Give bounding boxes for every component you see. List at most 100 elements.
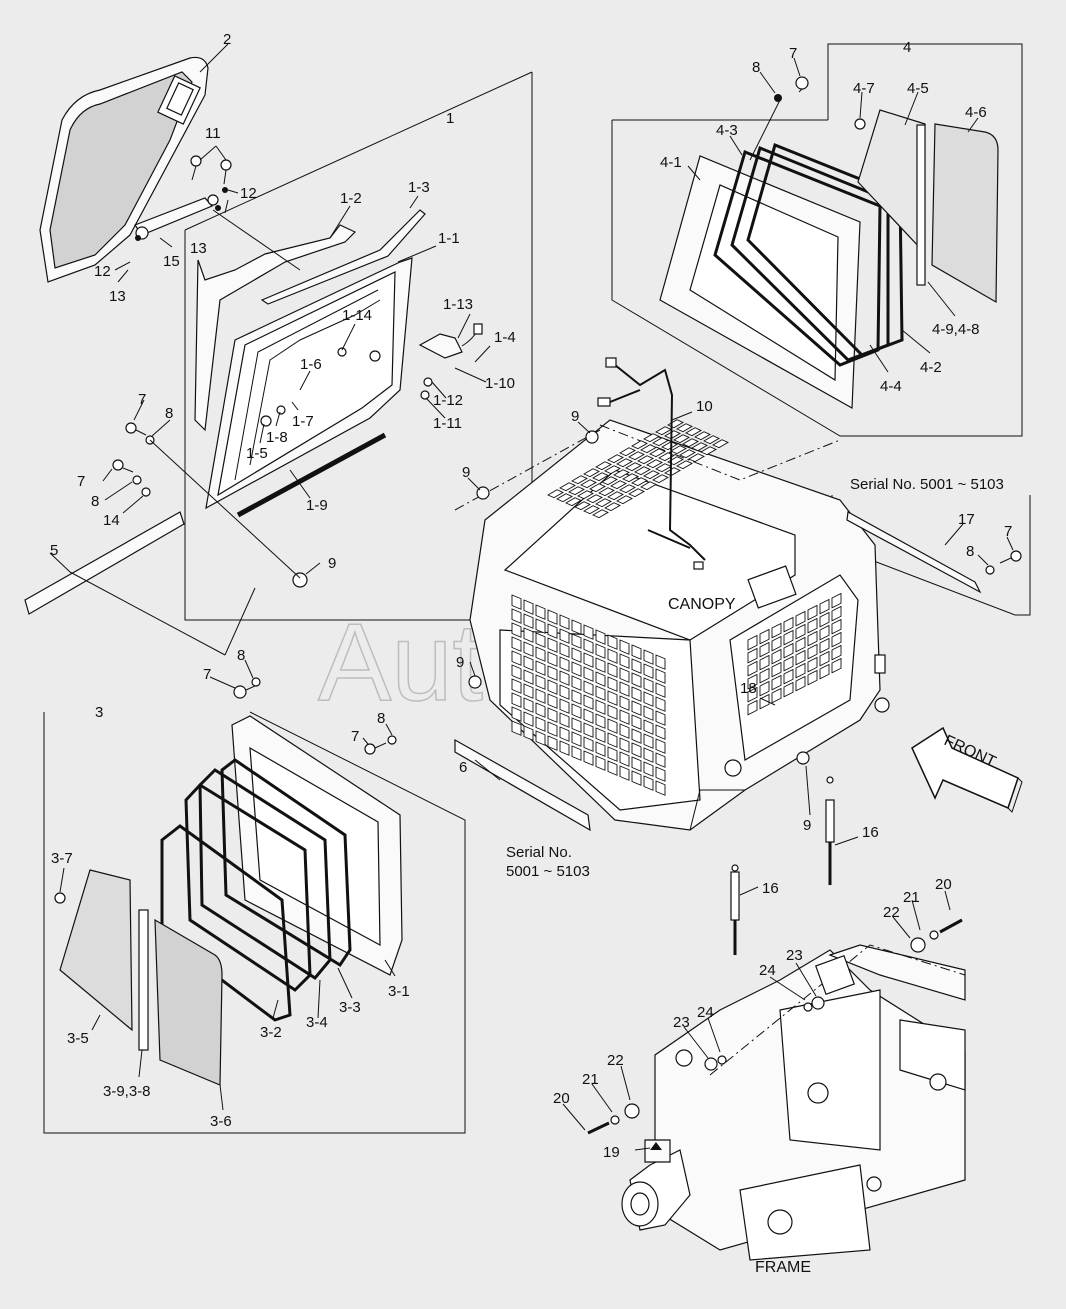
callout-3-5: 3-5 xyxy=(67,1030,89,1047)
canopy-mesh-top xyxy=(547,419,729,519)
mesh-slot xyxy=(583,666,594,682)
mesh-slot xyxy=(819,624,830,641)
mesh-slot xyxy=(571,703,582,719)
mesh-slot xyxy=(694,431,711,441)
mesh-slot xyxy=(643,677,654,693)
mesh-slot xyxy=(655,682,666,698)
mesh-slot xyxy=(607,732,618,748)
mesh-slot xyxy=(583,708,594,724)
callout-20b: 20 xyxy=(553,1090,570,1107)
mesh-slot xyxy=(571,647,582,663)
mesh-slot xyxy=(819,611,830,628)
callout-1-8: 1-8 xyxy=(266,429,288,446)
mesh-slot xyxy=(559,614,570,630)
strip-6 xyxy=(364,735,591,832)
mesh-slot xyxy=(640,481,657,491)
callout-2: 2 xyxy=(223,31,231,48)
callout-4-5: 4-5 xyxy=(907,80,929,97)
mesh-slot xyxy=(631,672,642,688)
strip-17 xyxy=(846,511,1022,594)
mesh-slot xyxy=(637,455,654,465)
callout-8a: 8 xyxy=(165,405,173,422)
mesh-slot xyxy=(583,680,594,696)
mesh-slot xyxy=(783,642,794,659)
mesh-slot xyxy=(643,761,654,777)
mesh-slot xyxy=(807,630,818,647)
mesh-slot xyxy=(771,622,782,639)
mesh-slot xyxy=(595,461,612,471)
mesh-slot xyxy=(535,660,546,676)
callout-22a: 22 xyxy=(883,904,900,921)
mesh-slot xyxy=(607,718,618,734)
mesh-slot xyxy=(589,483,606,493)
mesh-slot xyxy=(595,685,606,701)
serial-label-top: Serial No. 5001 ~ 5103 xyxy=(850,476,1004,493)
callout-21b: 21 xyxy=(582,1071,599,1088)
mesh-slot xyxy=(535,688,546,704)
callout-4-9-4-8: 4-9,4-8 xyxy=(932,321,980,338)
callout-19: 19 xyxy=(603,1144,620,1161)
bolts-11 xyxy=(135,155,232,241)
mesh-slot xyxy=(583,652,594,668)
mesh-slot xyxy=(604,502,621,512)
mesh-slot xyxy=(795,623,806,640)
mesh-slot xyxy=(747,699,758,716)
callout-12a: 12 xyxy=(240,185,257,202)
mesh-slot xyxy=(643,719,654,735)
mesh-slot xyxy=(676,423,693,433)
mesh-slot xyxy=(783,616,794,633)
mesh-slot xyxy=(807,656,818,673)
callout-1-6: 1-6 xyxy=(300,356,322,373)
callout-3-7: 3-7 xyxy=(51,850,73,867)
mesh-slot xyxy=(547,679,558,695)
mesh-slot xyxy=(628,488,645,498)
callout-12b: 12 xyxy=(94,263,111,280)
callout-17: 17 xyxy=(958,511,975,528)
mesh-slot xyxy=(747,660,758,677)
door-frame-1 xyxy=(194,209,483,518)
canopy-side-bolts xyxy=(233,430,599,699)
mesh-slot xyxy=(831,644,842,661)
mesh-slot xyxy=(759,667,770,684)
frame-mount-hardware xyxy=(587,918,963,1135)
mesh-slot xyxy=(607,676,618,692)
mesh-slot xyxy=(595,755,606,771)
mesh-slot xyxy=(547,609,558,625)
callout-8b: 8 xyxy=(91,493,99,510)
mesh-slot xyxy=(523,697,534,713)
callout-13a: 13 xyxy=(190,240,207,257)
mesh-slot xyxy=(535,618,546,634)
mesh-slot xyxy=(747,634,758,651)
mesh-slot xyxy=(640,444,657,454)
mesh-slot xyxy=(631,700,642,716)
mesh-slot xyxy=(649,448,666,458)
mesh-slot xyxy=(819,650,830,667)
mesh-slot xyxy=(583,722,594,738)
mesh-slot xyxy=(655,710,666,726)
callout-1-2: 1-2 xyxy=(340,190,362,207)
callout-10: 10 xyxy=(696,398,713,415)
canopy-label: CANOPY xyxy=(668,596,736,613)
group-4-outline xyxy=(611,43,1023,437)
gas-struts-16 xyxy=(730,776,835,955)
mesh-slot xyxy=(535,632,546,648)
mesh-slot xyxy=(523,627,534,643)
mesh-slot xyxy=(643,470,660,480)
callout-1-10: 1-10 xyxy=(485,375,515,392)
callout-8c: 8 xyxy=(752,59,760,76)
mesh-slot xyxy=(595,671,606,687)
mesh-slot xyxy=(795,610,806,627)
mesh-slot xyxy=(771,674,782,691)
mesh-slot xyxy=(619,695,630,711)
mesh-slot xyxy=(619,751,630,767)
mesh-slot xyxy=(628,451,645,461)
mesh-slot xyxy=(631,756,642,772)
mesh-slot xyxy=(583,736,594,752)
mesh-slot xyxy=(607,648,618,664)
mesh-slot xyxy=(580,479,597,489)
mesh-slot xyxy=(807,604,818,621)
callout-9e: 9 xyxy=(803,817,811,834)
mesh-slot xyxy=(747,673,758,690)
mesh-slot xyxy=(759,654,770,671)
mesh-slot xyxy=(559,726,570,742)
